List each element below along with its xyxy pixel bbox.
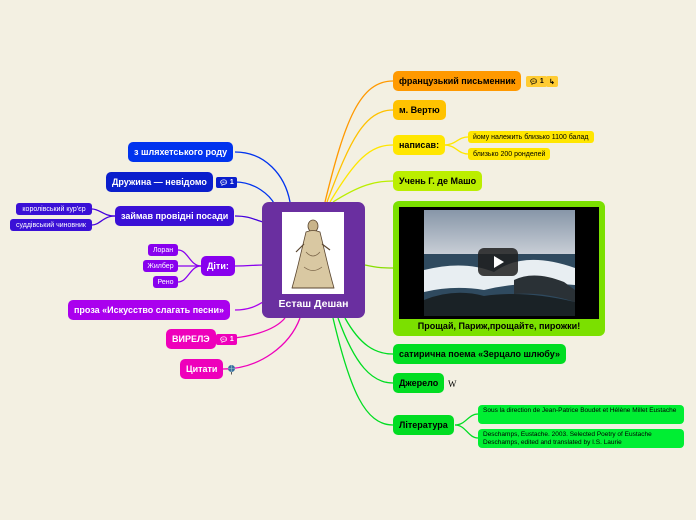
topic-quotes[interactable]: Цитати (180, 359, 223, 379)
topic-virelai[interactable]: ВИРЕЛЭ (166, 329, 216, 349)
topic-prose-label: проза «Искусство слагать песни» (74, 305, 224, 315)
topic-wrote-label: написав: (399, 140, 439, 150)
subtopic-rondels-label: близько 200 ронделей (473, 151, 545, 158)
globe-link-icon[interactable] (226, 364, 237, 377)
topic-satire[interactable]: сатирична поема «Зерцало шлюбу» (393, 344, 566, 364)
subtopic-child-zhilber[interactable]: Жилбер (143, 260, 178, 272)
topic-literature-label: Література (399, 420, 448, 430)
topic-wife[interactable]: Дружина — невідомо (106, 172, 213, 192)
subtopic-courier[interactable]: королівський кур'єр (16, 203, 92, 215)
topic-birthplace[interactable]: м. Вертю (393, 100, 446, 120)
video-caption: Прощай, Париж,прощайте, пирожки! (393, 321, 605, 331)
subtopic-judge-label: суддівський чиновник (16, 222, 86, 229)
central-topic-title: Еcташ Дешан (262, 298, 365, 310)
comment-icon: 💬︎ (219, 179, 228, 187)
wikipedia-icon[interactable]: W (448, 379, 457, 389)
topic-wrote[interactable]: написав: (393, 135, 445, 155)
comment-badge[interactable]: 💬︎ 1 (216, 177, 237, 188)
topic-pupil-label: Учень Г. де Машо (399, 176, 476, 186)
portrait-image (282, 212, 344, 294)
link-icon[interactable]: ↳ (546, 76, 558, 87)
subtopic-ballads-label: йому належить близько 1100 балад (473, 134, 589, 141)
subtopic-rondels[interactable]: близько 200 ронделей (468, 148, 550, 160)
comment-count: 1 (540, 78, 544, 85)
subtopic-ballads[interactable]: йому належить близько 1100 балад (468, 131, 594, 143)
topic-writer[interactable]: французький письменник (393, 71, 521, 91)
play-icon (478, 248, 518, 276)
topic-pupil[interactable]: Учень Г. де Машо (393, 171, 482, 191)
topic-posts-label: займав провідні посади (121, 211, 228, 221)
comment-icon: 💬︎ (219, 336, 228, 344)
topic-nobility[interactable]: з шляхетського роду (128, 142, 233, 162)
subtopic-child-loran-label: Лоран (153, 247, 173, 254)
comment-badge[interactable]: 💬︎ 1 (216, 334, 237, 345)
topic-virelai-label: ВИРЕЛЭ (172, 334, 210, 344)
topic-children-label: Діти: (207, 261, 229, 271)
topic-source-label: Джерело (399, 378, 438, 388)
play-button[interactable] (478, 248, 518, 276)
subtopic-courier-label: королівський кур'єр (22, 206, 85, 213)
video-node[interactable]: Прощай, Париж,прощайте, пирожки! (393, 201, 605, 336)
subtopic-judge[interactable]: суддівський чиновник (10, 219, 92, 231)
comment-count: 1 (230, 179, 234, 186)
topic-posts[interactable]: займав провідні посади (115, 206, 234, 226)
central-topic-node[interactable]: Еcташ Дешан (262, 202, 365, 318)
subtopic-child-reno-label: Рено (158, 279, 174, 286)
video-player[interactable] (399, 207, 599, 319)
topic-satire-label: сатирична поема «Зерцало шлюбу» (399, 349, 560, 359)
comment-count: 1 (230, 336, 234, 343)
topic-children[interactable]: Діти: (201, 256, 235, 276)
topic-writer-label: французький письменник (399, 76, 515, 86)
literature-item-boudet[interactable]: Sous la direction de Jean-Patrice Boudet… (478, 405, 684, 424)
comment-badge[interactable]: 💬︎ 1 (526, 76, 547, 87)
topic-birthplace-label: м. Вертю (399, 105, 440, 115)
topic-prose[interactable]: проза «Искусство слагать песни» (68, 300, 230, 320)
topic-quotes-label: Цитати (186, 364, 217, 374)
literature-item-laurie[interactable]: Deschamps, Eustache. 2003. Selected Poet… (478, 429, 684, 448)
topic-wife-label: Дружина — невідомо (112, 177, 207, 187)
subtopic-child-reno[interactable]: Рено (153, 276, 178, 288)
topic-source[interactable]: Джерело (393, 373, 444, 393)
comment-icon: 💬︎ (529, 78, 538, 86)
topic-nobility-label: з шляхетського роду (134, 147, 227, 157)
subtopic-child-zhilber-label: Жилбер (147, 263, 173, 270)
topic-literature[interactable]: Література (393, 415, 454, 435)
subtopic-child-loran[interactable]: Лоран (148, 244, 178, 256)
